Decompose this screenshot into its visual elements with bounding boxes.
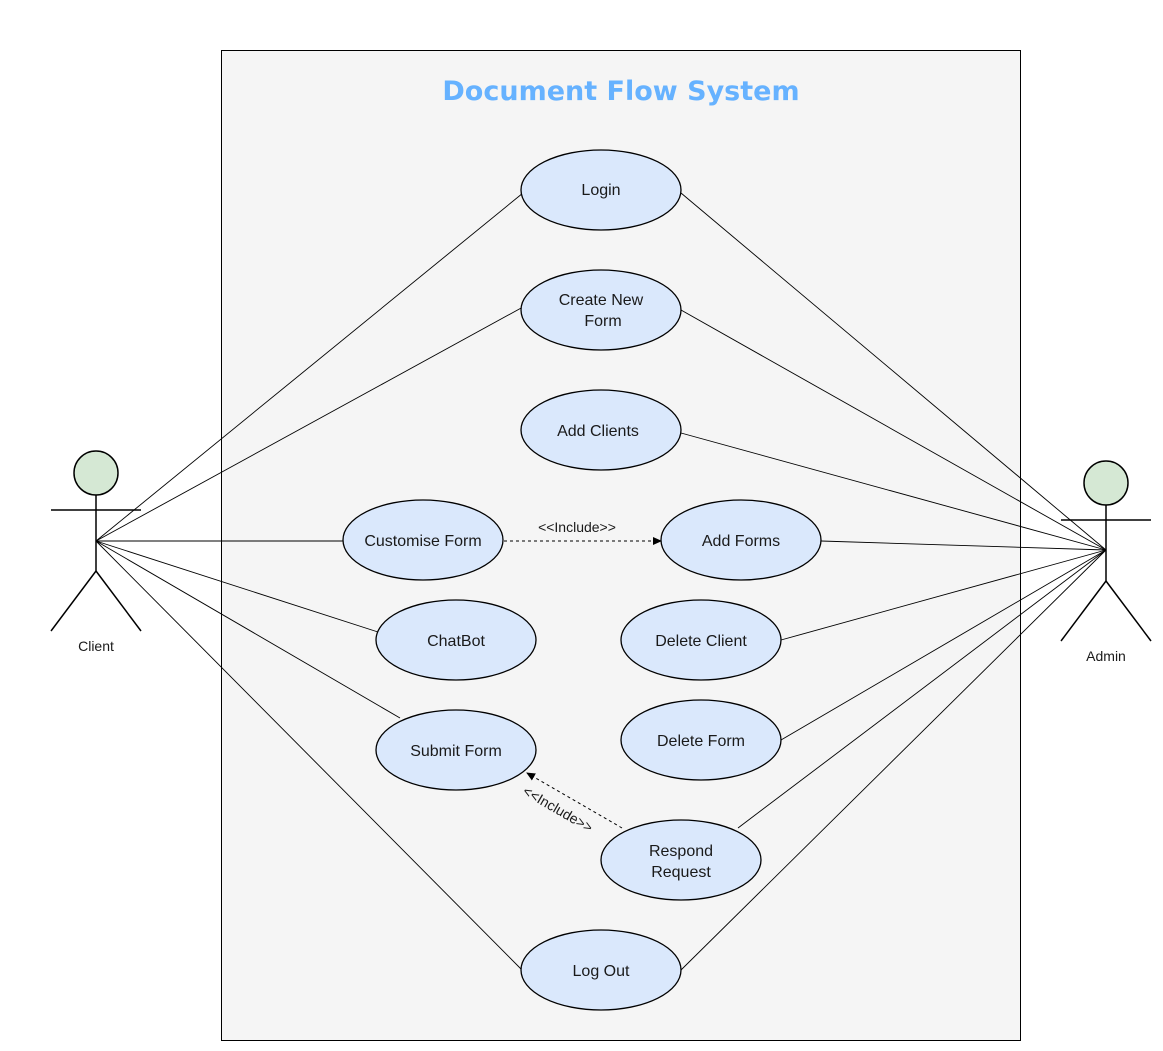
use-case-respond-request[interactable]: Respond Request [600, 819, 762, 901]
use-case-add-clients[interactable]: Add Clients [520, 389, 682, 471]
association-client-submit-form [95, 540, 401, 719]
use-case-delete-client[interactable]: Delete Client [620, 599, 782, 681]
use-case-login[interactable]: Login [520, 149, 682, 231]
include-label-customise-add-forms: <<Include>> [538, 519, 616, 535]
admin-associations [680, 192, 1107, 971]
use-case-customise-form[interactable]: Customise Form [342, 499, 504, 581]
actor-admin-right-leg [1105, 580, 1152, 642]
actor-client-label: Client [78, 638, 114, 654]
association-admin-delete-client [780, 549, 1107, 641]
use-case-label-log-out: Log Out [573, 963, 630, 980]
use-case-log-out[interactable]: Log Out [520, 929, 682, 1011]
use-case-label-login: Login [581, 182, 620, 199]
use-case-add-forms[interactable]: Add Forms [660, 499, 822, 581]
actor-client[interactable] [50, 450, 142, 632]
association-admin-log-out [680, 549, 1107, 971]
use-case-label-submit-form: Submit Form [410, 743, 502, 760]
actor-admin-head [1083, 460, 1129, 506]
use-case-label-add-clients: Add Clients [557, 423, 639, 440]
actor-admin-left-leg [1060, 580, 1107, 642]
use-case-label-create-new-form-line-1: Create New [559, 292, 644, 309]
use-case-submit-form[interactable]: Submit Form [375, 709, 537, 791]
association-admin-add-clients [680, 432, 1107, 551]
association-client-create-new-form [95, 306, 524, 542]
use-case-delete-form[interactable]: Delete Form [620, 699, 782, 781]
actor-admin[interactable] [1060, 460, 1152, 642]
association-admin-add-forms [820, 540, 1107, 551]
association-client-log-out [95, 540, 523, 971]
use-case-label-add-forms: Add Forms [702, 533, 780, 550]
association-admin-login [680, 192, 1107, 551]
use-case-label-customise-form: Customise Form [364, 533, 481, 550]
use-case-label-respond-request-line-1: Respond [649, 843, 713, 860]
association-admin-create-new-form [680, 309, 1107, 551]
use-case-label-delete-form: Delete Form [657, 733, 745, 750]
use-case-create-new-form[interactable]: Create New Form [520, 269, 682, 351]
association-admin-delete-form [780, 549, 1107, 741]
use-case-chatbot[interactable]: ChatBot [375, 599, 537, 681]
actor-client-right-leg [95, 570, 142, 632]
actor-client-head [73, 450, 119, 496]
use-case-label-create-new-form-line-2: Form [584, 313, 621, 330]
system-title: Document Flow System [442, 76, 799, 107]
use-case-label-respond-request-line-2: Request [651, 864, 711, 881]
association-admin-respond-request [737, 549, 1107, 829]
include-arrow-respond-submit [526, 772, 623, 829]
association-client-login [95, 192, 524, 542]
use-case-label-chatbot: ChatBot [427, 633, 485, 650]
actor-admin-label: Admin [1086, 648, 1126, 664]
client-associations [95, 192, 524, 971]
association-client-chatbot [95, 540, 379, 633]
use-case-label-delete-client: Delete Client [655, 633, 747, 650]
actor-client-left-leg [50, 570, 97, 632]
